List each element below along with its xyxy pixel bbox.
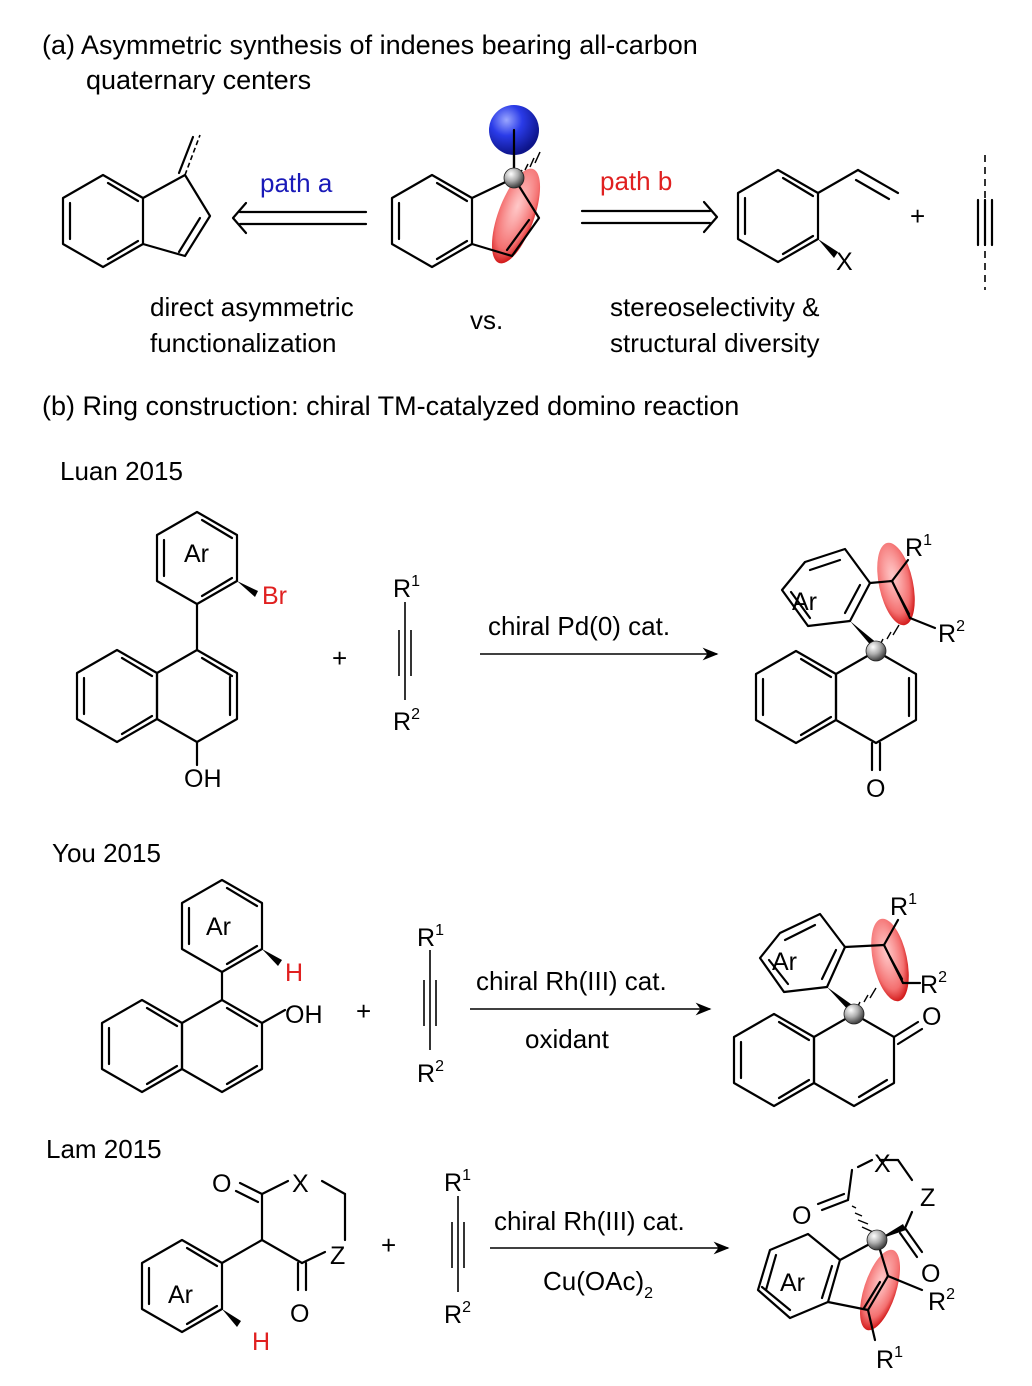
luan-ring-ar: Ar: [184, 540, 209, 568]
vinyl-aryl-halide-structure: [736, 168, 900, 264]
luan-bromine: Br: [262, 582, 287, 610]
target-indene-structure: [390, 105, 541, 269]
luan-product-r2: R2: [938, 618, 965, 648]
plus-sign-luan: +: [332, 643, 347, 673]
author-luan: Luan 2015: [60, 456, 183, 486]
you-alkyne: [423, 950, 437, 1050]
lam-alkyne-r1: R1: [444, 1167, 471, 1197]
luan-product-ar: Ar: [792, 588, 817, 616]
plus-sign-a: +: [910, 201, 925, 231]
you-product-structure: [732, 912, 924, 1108]
lam-oxygen-1: O: [212, 1170, 231, 1198]
lam-product-z: Z: [920, 1184, 935, 1212]
you-product-r1: R1: [890, 891, 917, 921]
luan-alkyne: [398, 602, 412, 700]
caption-stereo-2: structural diversity: [610, 328, 820, 358]
lam-product-structure: [756, 1158, 924, 1342]
section-a-title-line1: (a) Asymmetric synthesis of indenes bear…: [42, 30, 698, 60]
lam-oxygen-2: O: [290, 1300, 309, 1328]
lam-z: Z: [330, 1242, 345, 1270]
lam-hydrogen: H: [252, 1328, 270, 1356]
lam-alkyne: [451, 1196, 465, 1292]
path-b-label: path b: [600, 166, 672, 196]
you-condition-bottom: oxidant: [525, 1024, 610, 1054]
lam-alkyne-r2: R2: [444, 1299, 471, 1329]
lam-reagent-structure: [140, 1179, 347, 1334]
you-hydrogen: H: [285, 959, 303, 987]
luan-product-r1: R1: [905, 532, 932, 562]
lam-x: X: [292, 1170, 309, 1198]
lam-product-r1: R1: [876, 1344, 903, 1374]
lam-ring-ar: Ar: [168, 1281, 193, 1309]
retro-arrow-path-b: [580, 200, 719, 234]
you-condition-top: chiral Rh(III) cat.: [476, 966, 667, 996]
lam-product-oxygen-1: O: [792, 1202, 811, 1230]
author-lam: Lam 2015: [46, 1134, 162, 1164]
caption-direct-2: functionalization: [150, 328, 336, 358]
alkyne-generic: [976, 155, 994, 290]
luan-alkyne-r1: R1: [393, 573, 420, 603]
you-product-ar: Ar: [772, 948, 797, 976]
luan-product-structure: [754, 542, 937, 772]
you-product-oxygen: O: [922, 1003, 941, 1031]
you-ring-ar: Ar: [206, 913, 231, 941]
lam-condition-bottom: Cu(OAc)2: [543, 1266, 653, 1302]
you-product-highlight: [871, 918, 909, 1002]
author-you: You 2015: [52, 838, 161, 868]
you-quaternary-center: [843, 1003, 865, 1025]
lam-product-oxygen-2: O: [921, 1260, 940, 1288]
luan-reagent-structure: [75, 510, 258, 767]
plus-sign-you: +: [356, 996, 371, 1026]
path-a-label: path a: [260, 168, 333, 198]
luan-hydroxyl: OH: [184, 765, 222, 793]
you-hydroxyl: OH: [285, 1001, 323, 1029]
you-alkyne-r1: R1: [417, 922, 444, 952]
lam-product-r2: R2: [928, 1286, 955, 1316]
luan-product-oxygen: O: [866, 775, 885, 803]
lam-product-ar: Ar: [780, 1269, 805, 1297]
luan-condition: chiral Pd(0) cat.: [488, 611, 670, 641]
lam-product-x: X: [874, 1150, 891, 1178]
indene-structure: [61, 134, 212, 269]
leaving-group-x: X: [836, 248, 853, 276]
alkene-highlight: [491, 168, 541, 264]
you-reagent-structure: [100, 878, 287, 1094]
section-b-title: (b) Ring construction: chiral TM-catalyz…: [42, 391, 739, 421]
quaternary-center: [503, 167, 525, 189]
caption-direct-1: direct asymmetric: [150, 292, 354, 322]
vs-label: vs.: [470, 305, 503, 335]
caption-stereo-1: stereoselectivity &: [610, 292, 820, 322]
luan-quaternary-center: [865, 640, 887, 662]
you-product-r2: R2: [920, 969, 947, 999]
lam-quaternary-center: [866, 1229, 888, 1251]
retro-arrow-path-a: [231, 201, 368, 235]
luan-alkyne-r2: R2: [393, 706, 420, 736]
plus-sign-lam: +: [381, 1230, 396, 1260]
lam-condition-top: chiral Rh(III) cat.: [494, 1206, 685, 1236]
you-alkyne-r2: R2: [417, 1058, 444, 1088]
section-a-title-line2: quaternary centers: [86, 65, 311, 95]
